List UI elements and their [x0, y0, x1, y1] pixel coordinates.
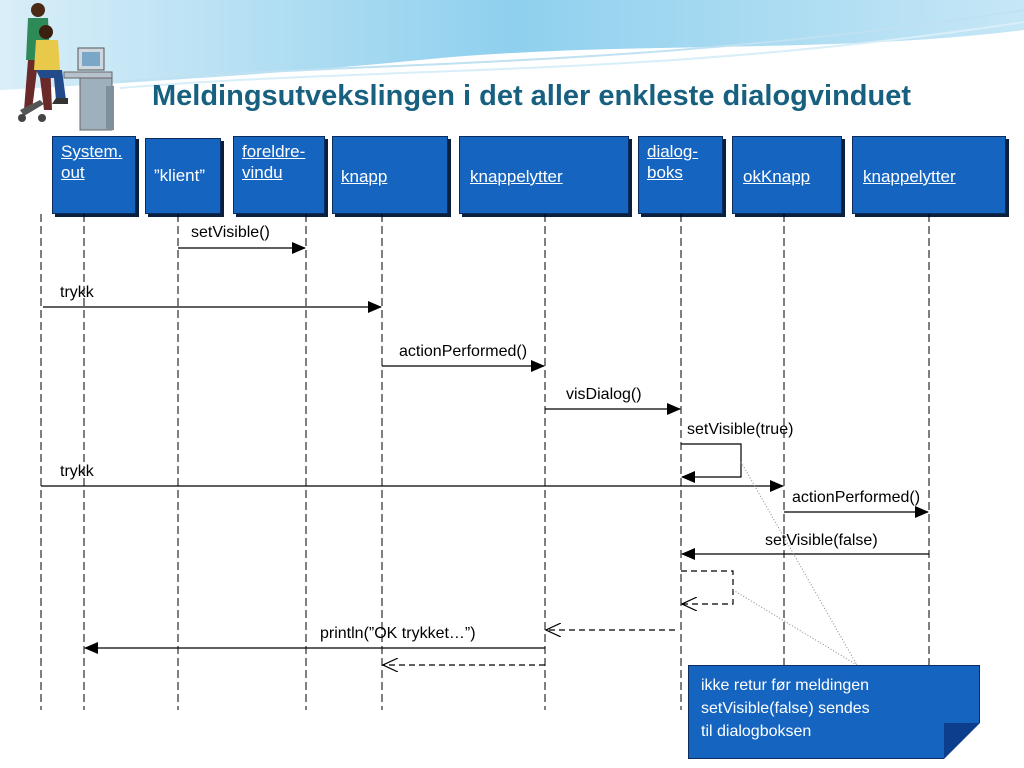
object-label: boks	[647, 163, 683, 182]
object-knappelytter-1: knappelytter	[459, 136, 629, 214]
message-label: setVisible()	[191, 224, 270, 241]
message-label: trykk	[60, 463, 94, 480]
message-label: actionPerformed()	[792, 489, 921, 506]
object-label: dialog-	[647, 142, 699, 161]
object-knapp: knapp	[332, 136, 448, 214]
message-label: trykk	[60, 284, 94, 301]
note-connector-2	[732, 589, 858, 666]
object-label: knappelytter	[470, 167, 563, 186]
message-label: setVisible(false)	[765, 532, 878, 549]
object-system-out: System. out	[52, 136, 136, 214]
object-label: System.	[61, 142, 123, 161]
object-klient: ”klient”	[145, 138, 221, 214]
note-box: ikke retur før meldingen setVisible(fals…	[688, 665, 980, 759]
message-label: setVisible(true)	[687, 421, 794, 438]
object-label: foreldre-	[242, 142, 306, 161]
arrow-setvisible-true-loop	[681, 443, 742, 483]
object-label: knappelytter	[863, 167, 956, 186]
object-knappelytter-2: knappelytter	[852, 136, 1006, 214]
message-label: println(”OK trykket…”)	[320, 625, 476, 642]
object-label: knapp	[341, 167, 388, 186]
note-line: til dialogboksen	[701, 723, 812, 740]
object-dialog-boks: dialog- boks	[638, 136, 723, 214]
object-label: vindu	[242, 163, 283, 182]
people-at-computer-clipart	[18, 3, 114, 131]
header-wave	[0, 0, 1024, 90]
note-fold-corner	[944, 723, 980, 759]
slide-title: Meldingsutvekslingen i det aller enklest…	[152, 80, 912, 112]
object-label: out	[61, 163, 85, 182]
object-label: ”klient”	[154, 166, 206, 185]
note-line: setVisible(false) sendes	[701, 700, 870, 717]
note-line: ikke retur før meldingen	[701, 677, 870, 694]
object-foreldre-vindu: foreldre- vindu	[233, 136, 325, 214]
arrow-return-loop	[681, 570, 734, 604]
object-okknapp: okKnapp	[732, 136, 842, 214]
message-label: actionPerformed()	[399, 343, 528, 360]
object-label: okKnapp	[743, 167, 811, 186]
message-label: visDialog()	[566, 386, 642, 403]
